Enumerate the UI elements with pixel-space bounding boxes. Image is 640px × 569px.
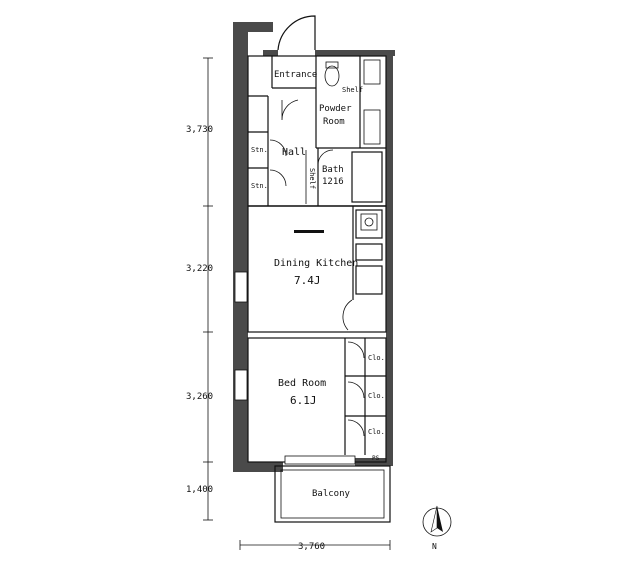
label-clo-3: Clo. bbox=[368, 428, 385, 436]
fixtures bbox=[324, 59, 381, 231]
label-bed-room-size: 6.1J bbox=[290, 394, 317, 407]
label-dining-kitchen-size: 7.4J bbox=[294, 274, 321, 287]
exterior-walls bbox=[233, 22, 395, 472]
dim-vertical-2: 3,220 bbox=[186, 264, 213, 274]
label-clo-1: Clo. bbox=[368, 354, 385, 362]
label-entrance: Entrance bbox=[274, 70, 317, 80]
label-clo-2: Clo. bbox=[368, 392, 385, 400]
label-bath-size: 1216 bbox=[322, 177, 344, 187]
north-arrow-icon: N bbox=[422, 505, 452, 551]
interior-walls bbox=[234, 55, 391, 523]
dim-horizontal: 3,760 bbox=[298, 542, 325, 552]
label-powder-room-1: Powder bbox=[319, 104, 352, 114]
label-bed-room: Bed Room bbox=[278, 378, 326, 389]
dim-vertical-1: 3,730 bbox=[186, 125, 213, 135]
dim-vertical-4: 1,400 bbox=[186, 485, 213, 495]
dim-vertical-3: 3,260 bbox=[186, 392, 213, 402]
label-shelf: Shelf bbox=[342, 86, 363, 94]
label-dining-kitchen: Dining Kitchen bbox=[274, 258, 358, 269]
label-shelf-vertical: Shelf bbox=[308, 168, 316, 189]
label-stn-2: Stn. bbox=[251, 182, 268, 190]
label-balcony: Balcony bbox=[312, 489, 351, 499]
dimension-labels: 3,730 3,220 3,260 1,400 3,760 bbox=[186, 125, 325, 552]
label-hall: Hall bbox=[282, 147, 306, 158]
dimension-lines bbox=[203, 57, 391, 550]
room-labels: Entrance Powder Room Hall Bath 1216 Dini… bbox=[274, 70, 358, 499]
doors bbox=[269, 15, 365, 437]
label-bath: Bath bbox=[322, 165, 344, 175]
label-powder-room-2: Room bbox=[323, 117, 345, 127]
north-label: N bbox=[432, 542, 437, 551]
label-stn-1: Stn. bbox=[251, 146, 268, 154]
fixture-labels: Shelf Stn. Stn. Shelf Clo. Clo. Clo. PS bbox=[251, 86, 385, 462]
label-ps: PS bbox=[372, 455, 380, 462]
